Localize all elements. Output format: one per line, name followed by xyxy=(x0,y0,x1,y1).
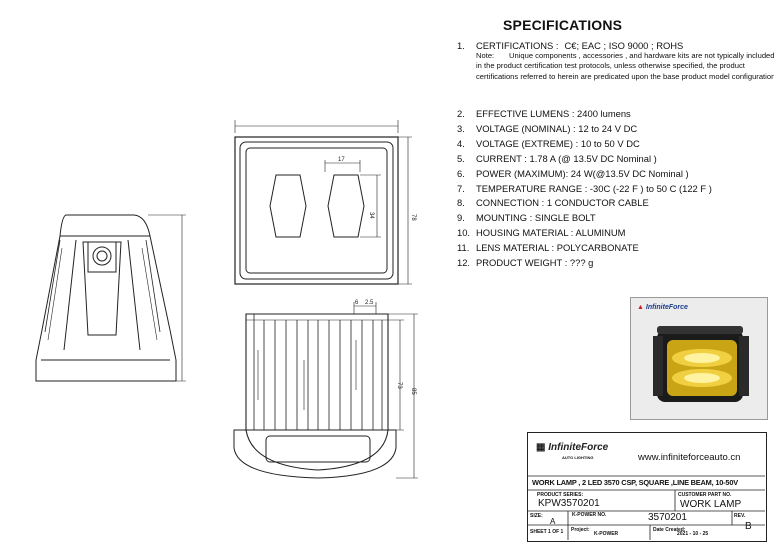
dim-85: 85 xyxy=(410,388,416,395)
size-label: SIZE: xyxy=(530,513,543,519)
dim-73: 73 xyxy=(396,382,402,389)
project-value: K-POWER xyxy=(594,531,619,537)
spec-item: 7.TEMPERATURE RANGE : -30C (-22 F ) to 5… xyxy=(457,182,712,194)
product-series-label: PRODUCT SERIES: xyxy=(537,492,584,498)
product-series: KPW3570201 xyxy=(538,498,600,509)
spec-item: 4.VOLTAGE (EXTREME) : 10 to 50 V DC xyxy=(457,137,640,149)
size-value: A xyxy=(550,517,556,526)
title-brand-sub: AUTO LIGHTING xyxy=(562,455,594,460)
spec-item: 10.HOUSING MATERIAL : ALUMINUM xyxy=(457,227,626,239)
spec-item: 9.MOUNTING : SINGLE BOLT xyxy=(457,212,596,224)
note-label: Note: xyxy=(476,51,495,60)
project-label: Project: xyxy=(571,527,590,533)
dim-34: 34 xyxy=(368,212,374,219)
title-block: ▦ InfiniteForce AUTO LIGHTING www.infini… xyxy=(527,432,767,542)
dim-17: 17 xyxy=(338,157,345,163)
spec-item: 2.EFFECTIVE LUMENS : 2400 lumens xyxy=(457,108,631,119)
rev-label: REV. xyxy=(734,513,746,519)
spec-item: 6.POWER (MAXIMUM): 24 W(@13.5V DC Nomina… xyxy=(457,167,689,179)
photo-brand-logo: ▲ InfiniteForce xyxy=(637,304,688,311)
heatsink-view xyxy=(233,302,418,479)
certifications-line: 1. CERTIFICATIONS : C€; EAC ; ISO 9000 ;… xyxy=(457,39,769,53)
spec-item: 3.VOLTAGE (NOMINAL) : 12 to 24 V DC xyxy=(457,122,638,134)
cert-marks: C€; EAC ; ISO 9000 ; ROHS xyxy=(564,40,684,51)
sheet-info: SHEET 1 OF 1 xyxy=(530,529,564,535)
dim-2-5: 2.5 xyxy=(365,300,374,306)
title-brand-logo: ▦ InfiniteForce xyxy=(536,442,609,453)
product-photo: ▲ InfiniteForce xyxy=(630,297,768,420)
spec-item: 5.CURRENT : 1.78 A (@ 13.5V DC Nominal ) xyxy=(457,152,657,164)
cert-note: Note:Unique components , accessories , a… xyxy=(476,51,774,82)
rev-value: B xyxy=(745,521,752,532)
cert-label: CERTIFICATIONS : xyxy=(476,40,559,51)
front-view xyxy=(234,120,412,285)
kpower-no: 3570201 xyxy=(648,512,687,523)
date-label: Date Created: xyxy=(653,527,686,533)
customer-part-label: CUSTOMER PART NO. xyxy=(678,492,732,498)
spec-item: 8.CONNECTION : 1 CONDUCTOR CABLE xyxy=(457,197,649,209)
note-text: Unique components , accessories , and ha… xyxy=(476,51,774,81)
work-lamp-image xyxy=(653,326,749,402)
date-value: 2021 - 10 - 25 xyxy=(677,531,709,537)
spec-item: 12.PRODUCT WEIGHT : ??? g xyxy=(457,257,594,269)
spec-title: SPECIFICATIONS xyxy=(503,17,623,33)
dim-78: 78 xyxy=(410,214,416,221)
customer-part: WORK LAMP xyxy=(680,499,742,510)
title-block-grid xyxy=(527,475,765,540)
spec-item: 11.LENS MATERIAL : POLYCARBONATE xyxy=(457,242,639,254)
description: WORK LAMP , 2 LED 3570 CSP, SQUARE ,LINE… xyxy=(532,478,738,487)
website: www.infiniteforceauto.cn xyxy=(638,452,741,463)
side-view xyxy=(35,214,186,382)
spec-num: 1. xyxy=(457,40,465,51)
dim-6: 6 xyxy=(355,300,359,306)
spec-items: 2.EFFECTIVE LUMENS : 2400 lumens 3.VOLTA… xyxy=(457,107,769,271)
kpower-no-label: K-POWER NO. xyxy=(572,512,607,518)
